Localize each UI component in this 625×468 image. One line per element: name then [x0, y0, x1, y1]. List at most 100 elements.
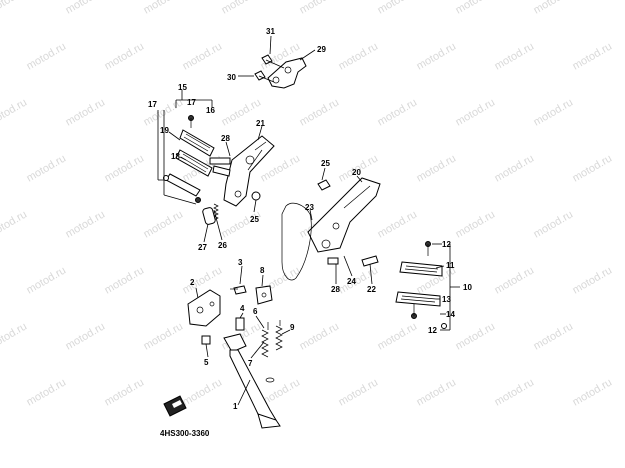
watermark-text: motod.ru — [181, 376, 225, 408]
callout-21: 21 — [256, 119, 265, 128]
callout-30: 30 — [227, 73, 236, 82]
watermark-text: motod.ru — [103, 264, 147, 296]
watermark-text: motod.ru — [220, 0, 264, 17]
watermark-text: motod.ru — [532, 208, 576, 240]
watermark-text: motod.ru — [493, 376, 537, 408]
passenger-bracket-part — [281, 177, 381, 281]
callout-23: 23 — [305, 203, 314, 212]
watermark-text: motod.ru — [0, 320, 29, 352]
callout-19: 19 — [160, 126, 169, 135]
callout-10: 10 — [463, 283, 472, 292]
callout-12: 12 — [442, 240, 451, 249]
callout-17: 17 — [148, 100, 157, 109]
leader-lines — [157, 35, 460, 406]
callout-8: 8 — [260, 266, 265, 275]
watermark-text: motod.ru — [298, 320, 342, 352]
watermark-text: motod.ru — [493, 152, 537, 184]
watermark-text: motod.ru — [0, 208, 29, 240]
callout-5: 5 — [204, 358, 209, 367]
sidestand-bracket-part — [187, 285, 273, 327]
callout-3: 3 — [238, 258, 243, 267]
watermark-text: motod.ru — [571, 152, 615, 184]
watermark-text: motod.ru — [220, 208, 264, 240]
callout-7: 7 — [248, 359, 253, 368]
watermark-text: motod.ru — [454, 320, 498, 352]
watermark-text: motod.ru — [25, 40, 69, 72]
callout-16: 16 — [206, 106, 215, 115]
watermark-text: motod.ru — [415, 376, 459, 408]
callout-18: 18 — [171, 152, 180, 161]
watermark-text: motod.ru — [64, 96, 108, 128]
watermark-text: motod.ru — [532, 0, 576, 17]
callout-15: 15 — [178, 83, 187, 92]
watermark-text: motod.ru — [493, 40, 537, 72]
watermark-text: motod.ru — [376, 208, 420, 240]
callout-31: 31 — [266, 27, 275, 36]
watermark-text: motod.ru — [337, 40, 381, 72]
watermark-text: motod.ru — [103, 376, 147, 408]
callout-6: 6 — [253, 307, 258, 316]
callout-27: 27 — [198, 243, 207, 252]
watermark-text: motod.ru — [532, 96, 576, 128]
callout-29: 29 — [317, 45, 326, 54]
book-icon — [163, 395, 187, 417]
watermark-text: motod.ru — [0, 0, 29, 17]
watermark-text: motod.ru — [181, 264, 225, 296]
callout-28: 28 — [221, 134, 230, 143]
callout-4: 4 — [240, 304, 245, 313]
watermark-text: motod.ru — [337, 376, 381, 408]
diagram-reference-code: 4HS300-3360 — [160, 429, 210, 438]
watermark-text: motod.ru — [454, 0, 498, 17]
watermark-text: motod.ru — [64, 320, 108, 352]
rider-bracket-part — [209, 135, 275, 207]
callout-20: 20 — [352, 168, 361, 177]
callout-22: 22 — [367, 285, 376, 294]
watermark-text: motod.ru — [571, 376, 615, 408]
sidestand-part — [201, 317, 283, 429]
callout-13: 13 — [442, 295, 451, 304]
passenger-footrest-part — [395, 241, 447, 329]
callout-28b: 28 — [331, 285, 340, 294]
callout-14: 14 — [446, 310, 455, 319]
watermark-text: motod.ru — [64, 0, 108, 17]
watermark-text: motod.ru — [0, 96, 29, 128]
callout-24: 24 — [347, 277, 356, 286]
callout-25: 25 — [321, 159, 330, 168]
callout-labels: 1 2 3 4 5 6 7 8 9 10 11 12 13 14 12 15 1… — [148, 27, 472, 411]
spring-collar-part — [202, 191, 261, 225]
callout-1: 1 — [233, 402, 238, 411]
watermark-text: motod.ru — [142, 320, 186, 352]
watermark-text: motod.ru — [259, 152, 303, 184]
watermark-text: motod.ru — [376, 320, 420, 352]
watermark-text: motod.ru — [142, 0, 186, 17]
watermark-text: motod.ru — [454, 96, 498, 128]
top-bracket-part — [254, 54, 307, 89]
watermark-text: motod.ru — [142, 208, 186, 240]
callout-9: 9 — [290, 323, 295, 332]
parts-artwork — [157, 35, 460, 429]
watermark-text: motod.ru — [25, 376, 69, 408]
watermark-text: motod.ru — [181, 40, 225, 72]
callout-12b: 12 — [428, 326, 437, 335]
callout-17b: 17 — [187, 98, 196, 107]
watermark-text: motod.ru — [376, 96, 420, 128]
watermark-text: motod.ru — [103, 40, 147, 72]
watermark-text: motod.ru — [298, 0, 342, 17]
watermark-text: motod.ru — [25, 152, 69, 184]
watermark-text: motod.ru — [103, 152, 147, 184]
watermark-text: motod.ru — [25, 264, 69, 296]
callout-11: 11 — [446, 261, 455, 270]
watermark-text: motod.ru — [376, 0, 420, 17]
callout-2: 2 — [190, 278, 195, 287]
watermark-text: motod.ru — [532, 320, 576, 352]
watermark-text: motod.ru — [298, 96, 342, 128]
watermark-text: motod.ru — [64, 208, 108, 240]
watermark-text: motod.ru — [415, 152, 459, 184]
left-footrest-part — [163, 115, 215, 203]
callout-25b: 25 — [250, 215, 259, 224]
watermark-text: motod.ru — [571, 264, 615, 296]
watermark-text: motod.ru — [454, 208, 498, 240]
callout-26: 26 — [218, 241, 227, 250]
watermark-text: motod.ru — [571, 40, 615, 72]
